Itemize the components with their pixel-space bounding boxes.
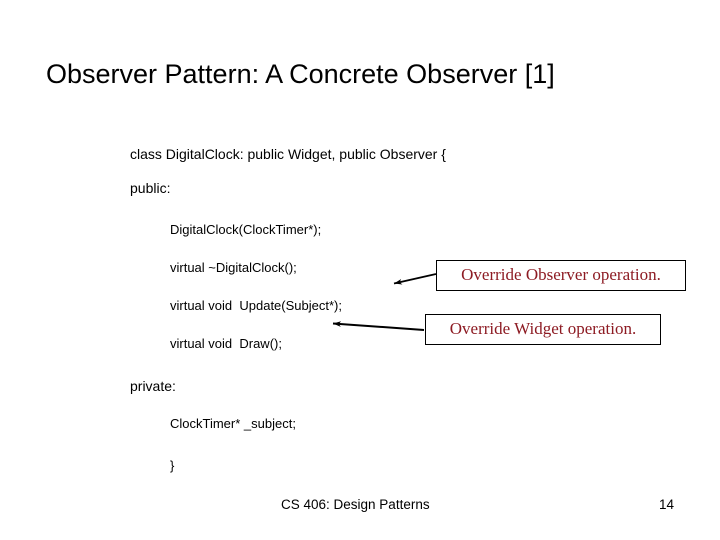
- code-line-class-declaration: class DigitalClock: public Widget, publi…: [130, 146, 446, 162]
- code-line-subject-member: ClockTimer* _subject;: [170, 416, 296, 431]
- callout-override-widget: Override Widget operation.: [425, 314, 661, 345]
- code-spacer: [130, 352, 560, 378]
- code-line-draw-method: virtual void Draw();: [170, 336, 282, 351]
- code-line-closing-brace: }: [170, 458, 175, 473]
- page-title: Observer Pattern: A Concrete Observer [1…: [46, 59, 555, 89]
- code-spacer: [130, 238, 560, 260]
- callout-override-observer: Override Observer operation.: [436, 260, 686, 291]
- code-spacer: [130, 432, 560, 458]
- code-spacer: [130, 196, 560, 222]
- code-listing: class DigitalClock: public Widget, publi…: [130, 146, 560, 474]
- code-line-constructor: DigitalClock(ClockTimer*);: [170, 222, 322, 237]
- leader-arrow-observer-icon: [393, 273, 437, 285]
- code-spacer: [130, 394, 560, 416]
- code-line-destructor: virtual ~DigitalClock();: [170, 260, 297, 275]
- code-spacer: [130, 162, 560, 180]
- footer-page-number: 14: [659, 497, 675, 512]
- code-line-private-label: private:: [130, 378, 176, 394]
- code-line-public-label: public:: [130, 180, 171, 196]
- code-line-update-method: virtual void Update(Subject*);: [170, 298, 342, 313]
- footer-course-label: CS 406: Design Patterns: [281, 497, 430, 512]
- leader-arrow-widget-icon: [332, 321, 425, 331]
